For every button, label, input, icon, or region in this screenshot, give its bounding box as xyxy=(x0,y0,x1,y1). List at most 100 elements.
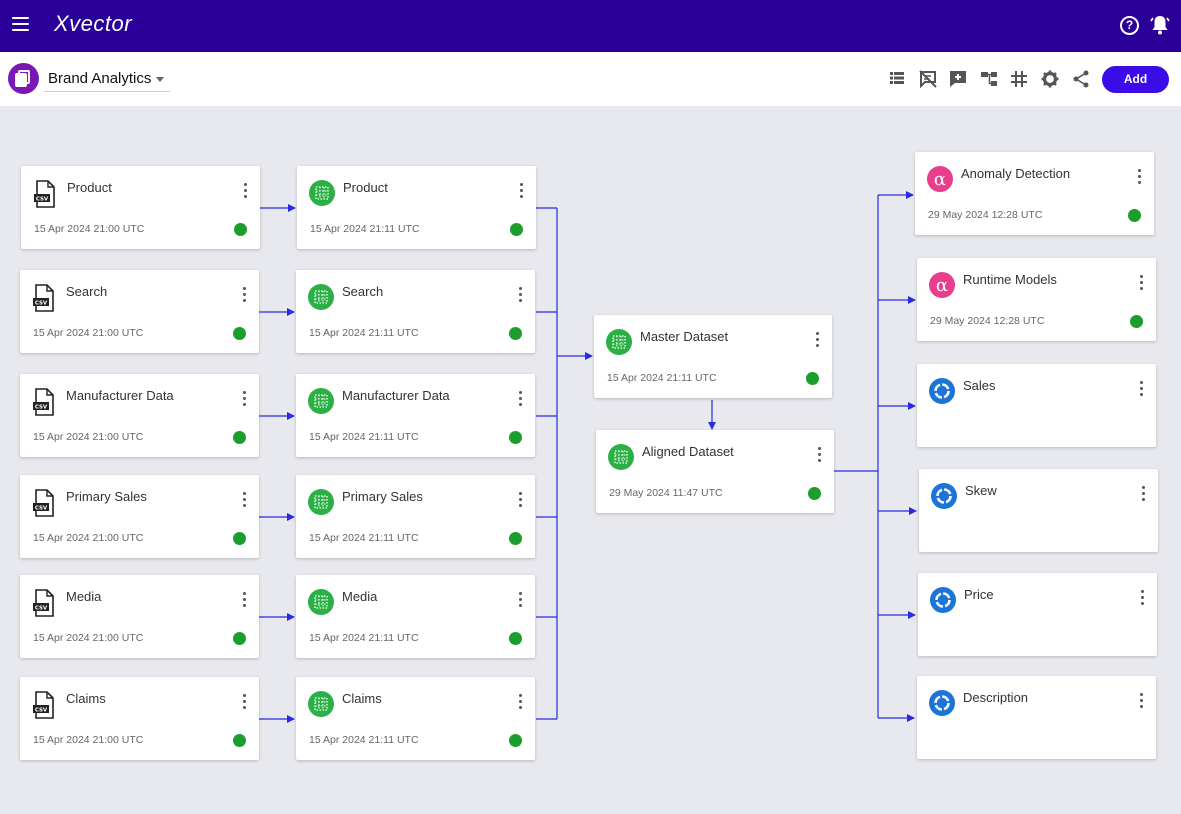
node-output[interactable]: Sales xyxy=(917,364,1156,447)
node-title: Description xyxy=(963,690,1029,705)
project-selector[interactable]: Brand Analytics xyxy=(44,66,170,92)
alpha-model-icon: α xyxy=(929,272,955,298)
csv-file-icon: CSV xyxy=(32,691,58,719)
node-title: Skew xyxy=(965,483,997,498)
node-output[interactable]: Description xyxy=(917,676,1156,759)
more-options-icon[interactable] xyxy=(814,332,820,348)
more-options-icon[interactable] xyxy=(517,287,523,303)
status-indicator xyxy=(233,632,246,645)
node-dataset[interactable]: Search 15 Apr 2024 21:11 UTC xyxy=(296,270,535,353)
node-date: 15 Apr 2024 21:00 UTC xyxy=(33,632,144,644)
more-options-icon[interactable] xyxy=(241,592,247,608)
add-button[interactable]: Add xyxy=(1102,66,1169,93)
more-options-icon[interactable] xyxy=(517,694,523,710)
dataset-grid-icon xyxy=(606,329,632,355)
node-title: Runtime Models xyxy=(963,272,1057,287)
more-options-icon[interactable] xyxy=(517,592,523,608)
csv-file-icon: CSV xyxy=(32,284,58,312)
status-indicator xyxy=(1128,209,1141,222)
dataset-grid-icon xyxy=(608,444,634,470)
csv-file-icon: CSV xyxy=(33,180,59,208)
more-options-icon[interactable] xyxy=(518,183,524,199)
app-logo[interactable]: Xvector xyxy=(54,11,133,36)
node-title: Search xyxy=(342,284,384,299)
node-source-file[interactable]: CSV Claims 15 Apr 2024 21:00 UTC xyxy=(20,677,259,760)
node-date: 15 Apr 2024 21:11 UTC xyxy=(309,327,419,339)
more-options-icon[interactable] xyxy=(1138,381,1144,397)
connector-lines xyxy=(259,191,917,723)
more-options-icon[interactable] xyxy=(1138,693,1144,709)
help-icon[interactable]: ? xyxy=(1120,16,1139,35)
node-aligned-dataset[interactable]: Aligned Dataset 29 May 2024 11:47 UTC xyxy=(596,430,834,513)
alpha-model-icon: α xyxy=(927,166,953,192)
settings-gear-icon[interactable] xyxy=(1040,69,1060,89)
svg-text:CSV: CSV xyxy=(35,506,48,512)
grid-icon[interactable] xyxy=(1009,69,1029,89)
comment-off-icon[interactable] xyxy=(918,69,938,89)
more-options-icon[interactable] xyxy=(1136,169,1142,185)
node-date: 15 Apr 2024 21:00 UTC xyxy=(33,734,144,746)
output-ring-icon xyxy=(930,587,956,613)
csv-file-icon: CSV xyxy=(32,388,58,416)
hamburger-menu-icon[interactable] xyxy=(12,17,29,31)
node-title: Search xyxy=(66,284,108,299)
more-options-icon[interactable] xyxy=(1140,486,1146,502)
node-title: Manufacturer Data xyxy=(66,388,174,403)
status-indicator xyxy=(233,734,246,747)
dataset-grid-icon xyxy=(308,691,334,717)
bell-icon[interactable] xyxy=(1150,14,1170,41)
more-options-icon[interactable] xyxy=(241,694,247,710)
more-options-icon[interactable] xyxy=(816,447,822,463)
status-indicator xyxy=(234,223,247,236)
more-options-icon[interactable] xyxy=(241,492,247,508)
more-options-icon[interactable] xyxy=(242,183,248,199)
more-options-icon[interactable] xyxy=(241,391,247,407)
node-date: 29 May 2024 11:47 UTC xyxy=(609,487,723,499)
output-ring-icon xyxy=(929,690,955,716)
csv-file-icon: CSV xyxy=(32,489,58,517)
node-model[interactable]: α Runtime Models 29 May 2024 12:28 UTC xyxy=(917,258,1156,341)
status-indicator xyxy=(509,632,522,645)
node-title: Primary Sales xyxy=(342,489,423,504)
node-master-dataset[interactable]: Master Dataset 15 Apr 2024 21:11 UTC xyxy=(594,315,832,398)
more-options-icon[interactable] xyxy=(1138,275,1144,291)
output-ring-icon xyxy=(931,483,957,509)
status-indicator xyxy=(808,487,821,500)
status-indicator xyxy=(233,327,246,340)
svg-text:CSV: CSV xyxy=(35,708,48,714)
svg-text:CSV: CSV xyxy=(36,197,49,203)
more-options-icon[interactable] xyxy=(1139,590,1145,606)
node-title: Primary Sales xyxy=(66,489,147,504)
status-indicator xyxy=(510,223,523,236)
more-options-icon[interactable] xyxy=(241,287,247,303)
project-icon xyxy=(8,63,39,94)
add-comment-icon[interactable] xyxy=(948,69,968,89)
node-output[interactable]: Price xyxy=(918,573,1157,656)
node-title: Claims xyxy=(342,691,382,706)
list-view-icon[interactable] xyxy=(888,69,908,89)
more-options-icon[interactable] xyxy=(517,492,523,508)
status-indicator xyxy=(1130,315,1143,328)
status-indicator xyxy=(509,532,522,545)
hierarchy-icon[interactable] xyxy=(979,69,999,89)
node-date: 15 Apr 2024 21:00 UTC xyxy=(34,223,145,235)
node-title: Claims xyxy=(66,691,106,706)
node-output[interactable]: Skew xyxy=(919,469,1158,552)
node-title: Anomaly Detection xyxy=(961,166,1071,181)
node-date: 15 Apr 2024 21:11 UTC xyxy=(310,223,420,235)
node-date: 29 May 2024 12:28 UTC xyxy=(930,315,1045,327)
project-toolbar: Brand Analytics Add xyxy=(0,52,1181,106)
share-icon[interactable] xyxy=(1071,69,1091,89)
more-options-icon[interactable] xyxy=(517,391,523,407)
